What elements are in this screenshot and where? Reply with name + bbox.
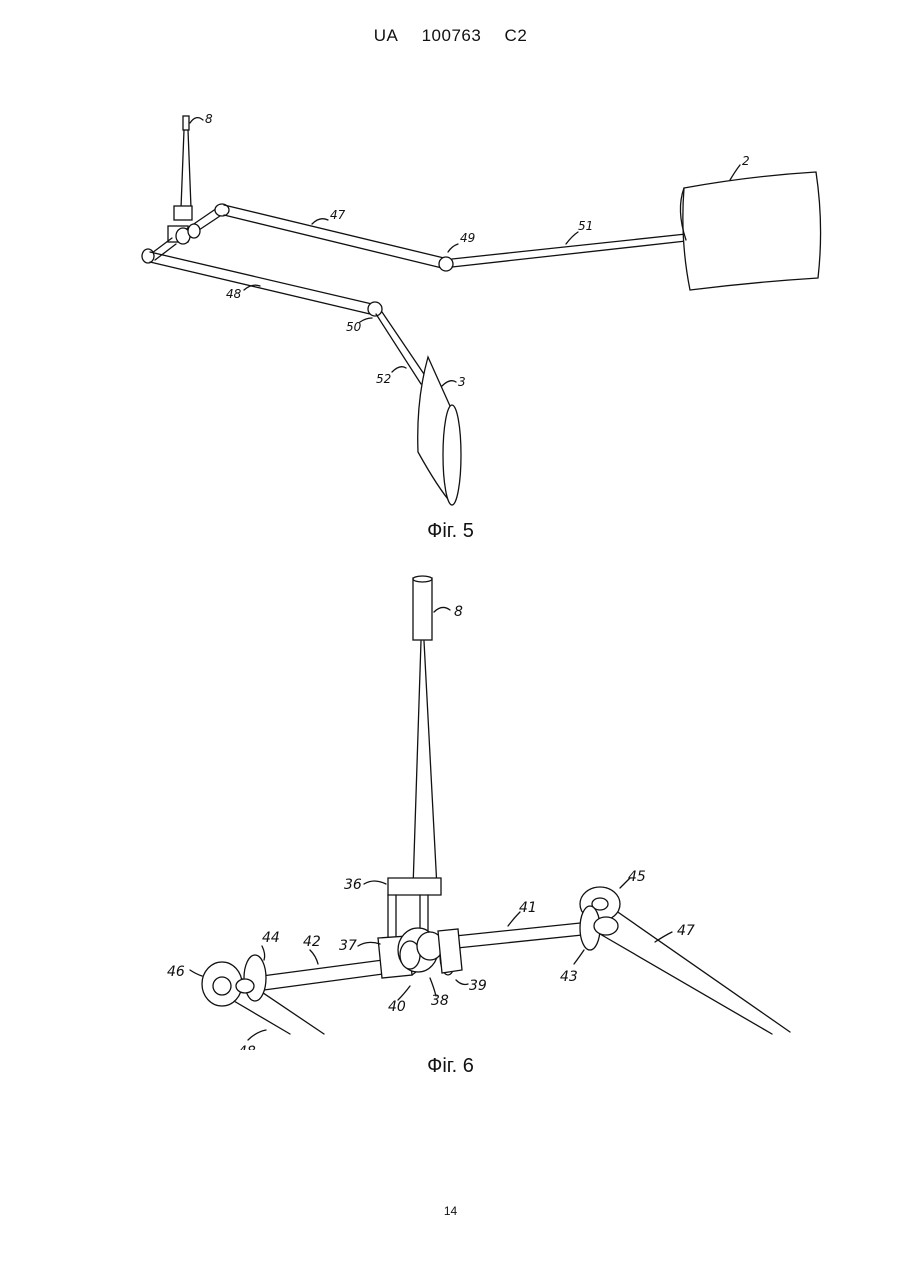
fig5-reflector-3 [418, 357, 461, 505]
fig5-label-3: 3 [458, 375, 466, 389]
page-number: 14 [0, 1204, 901, 1218]
fig5-label-2: 2 [742, 154, 750, 168]
fig5-label-49: 49 [460, 231, 475, 245]
fig6-label-37: 37 [339, 938, 357, 954]
fig6-label-46: 46 [167, 964, 185, 980]
figure-5-drawing: 8 2 47 49 51 48 50 52 3 [0, 100, 901, 515]
fig5-rod-48 [150, 252, 372, 314]
fig5-labels: 8 2 47 49 51 48 50 52 3 [205, 112, 750, 389]
fig6-hub-38 [398, 928, 443, 972]
fig5-label-51: 51 [578, 219, 593, 233]
patent-header: UA 100763 C2 [0, 26, 901, 46]
fig6-label-44: 44 [262, 930, 280, 946]
fig6-mast-8 [413, 576, 437, 892]
figure-6-caption: Фіг. 6 [0, 1055, 901, 1078]
fig6-hub-39 [438, 929, 462, 975]
fig5-label-48: 48 [226, 287, 242, 301]
fig6-label-38: 38 [431, 993, 449, 1009]
fig6-label-40: 40 [388, 999, 406, 1015]
figure-6-drawing: 8 36 41 45 47 44 42 37 46 40 38 39 43 48 [0, 570, 901, 1050]
fig6-label-48: 48 [238, 1044, 256, 1050]
fig5-label-47: 47 [330, 208, 346, 222]
figure-5-caption: Фіг. 5 [0, 520, 901, 543]
fig6-rod-47 [600, 908, 790, 1034]
fig6-rod-41 [455, 922, 592, 948]
fig5-label-50: 50 [346, 320, 362, 334]
fig6-label-47: 47 [677, 923, 695, 939]
header-number: 100763 [422, 26, 482, 46]
fig5-mast [168, 116, 192, 242]
fig5-panel-2 [680, 172, 820, 290]
fig6-label-43: 43 [560, 969, 578, 985]
fig6-label-8: 8 [454, 604, 463, 620]
fig5-joint-50 [368, 302, 382, 316]
fig5-rod-51 [452, 234, 686, 267]
fig5-label-8: 8 [205, 112, 213, 126]
fig5-joint-49 [439, 257, 453, 271]
fig6-label-42: 42 [303, 934, 321, 950]
fig6-label-41: 41 [519, 900, 537, 916]
fig6-label-36: 36 [344, 877, 362, 893]
fig6-label-39: 39 [469, 978, 487, 994]
fig5-leaders [190, 118, 740, 386]
fig5-label-52: 52 [376, 372, 391, 386]
fig6-label-45: 45 [628, 869, 646, 885]
header-kind: C2 [505, 26, 528, 46]
header-country: UA [374, 26, 399, 46]
fig6-rod-42 [262, 958, 398, 990]
